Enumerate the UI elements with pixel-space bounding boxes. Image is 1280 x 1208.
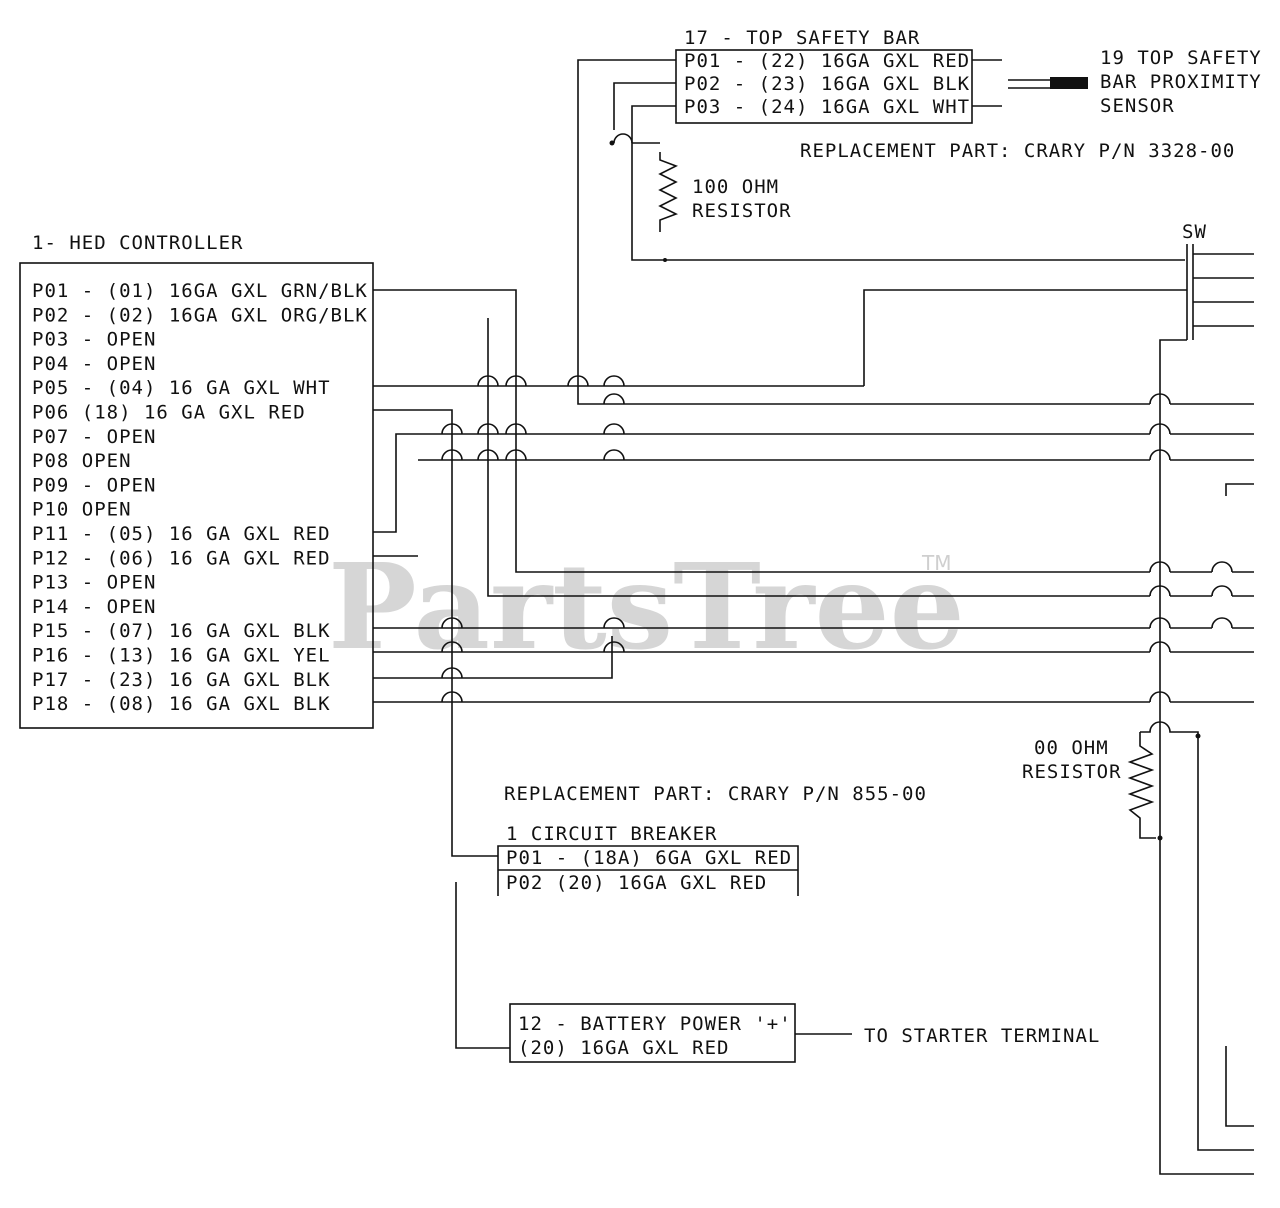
hed-controller-pin-15: P15 - (07) 16 GA GXL BLK [32, 620, 331, 642]
hed-controller-pin-6: P06 (18) 16 GA GXL RED [32, 402, 306, 424]
hed-controller-pin-4: P04 - OPEN [32, 353, 156, 375]
hed-controller-pin-3: P03 - OPEN [32, 329, 156, 351]
wire-crossover-hop [441, 423, 463, 435]
wire-crossover-hop [505, 375, 527, 387]
battery-power-line-2: (20) 16GA GXL RED [518, 1037, 729, 1059]
terminal-dot [609, 140, 615, 146]
proximity-sensor-icon [1050, 77, 1088, 89]
wire-crossover-hop [477, 375, 499, 387]
wire-crossover-hop [1149, 393, 1171, 405]
circuit-breaker-box [497, 845, 799, 896]
hed-controller-pin-1: P01 - (01) 16GA GXL GRN/BLK [32, 280, 368, 302]
wire-crossover-hop [603, 449, 625, 461]
hed-controller-pin-12: P12 - (06) 16 GA GXL RED [32, 547, 331, 569]
hed-controller-pin-11: P11 - (05) 16 GA GXL RED [32, 523, 331, 545]
resistor-2-line-2: RESISTOR [1022, 761, 1122, 783]
starter-terminal-label: TO STARTER TERMINAL [864, 1025, 1100, 1047]
wire-crossover-hop [1211, 561, 1233, 573]
wire-crossover-hop [441, 641, 463, 653]
wire-crossover-hop [603, 375, 625, 387]
wire-crossover-hop [603, 423, 625, 435]
wire-crossover-hop [603, 393, 625, 405]
resistor-100-line-2: RESISTOR [692, 200, 792, 222]
wire-crossover-hop [603, 617, 625, 629]
wire-crossover-hop [1149, 617, 1171, 629]
wire-crossover-hop [567, 375, 589, 387]
battery-power-box [509, 1003, 796, 1063]
wire-crossover-hop [441, 617, 463, 629]
resistor-2-line-1: 00 OHM [1034, 737, 1109, 759]
hed-controller-pin-5: P05 - (04) 16 GA GXL WHT [32, 377, 331, 399]
hed-controller-pin-16: P16 - (13) 16 GA GXL YEL [32, 645, 331, 667]
wire-crossover-hop [1149, 561, 1171, 573]
switch-label: SW [1182, 221, 1207, 243]
wire-crossover-hop [505, 423, 527, 435]
resistor-2-icon [1127, 732, 1156, 839]
hed-controller-pin-17: P17 - (23) 16 GA GXL BLK [32, 669, 331, 691]
top-safety-bar-box [675, 49, 973, 124]
hed-controller-pin-7: P07 - OPEN [32, 426, 156, 448]
replacement-part-label-2: REPLACEMENT PART: CRARY P/N 855-00 [504, 783, 927, 805]
hed-controller-pin-18: P18 - (08) 16 GA GXL BLK [32, 693, 331, 715]
circuit-breaker-title: 1 CIRCUIT BREAKER [506, 823, 717, 845]
hed-controller-pin-8: P08 OPEN [32, 450, 132, 472]
replacement-part-label-1: REPLACEMENT PART: CRARY P/N 3328-00 [800, 140, 1235, 162]
wire-crossover-hop [441, 667, 463, 679]
proximity-sensor-line-1: 19 TOP SAFETY [1100, 47, 1262, 69]
wire-crossover-hop [477, 449, 499, 461]
watermark-trademark: TM [921, 551, 951, 575]
wire-crossover-hop [441, 691, 463, 703]
top-safety-bar-pin-3: P03 - (24) 16GA GXL WHT [684, 96, 970, 118]
wire-crossover-hop [477, 423, 499, 435]
wire-crossover-hop [1149, 691, 1171, 703]
wire-crossover-hop [1149, 449, 1171, 461]
hed-controller-box [19, 262, 374, 729]
hed-controller-pin-10: P10 OPEN [32, 499, 132, 521]
hed-controller-title: 1- HED CONTROLLER [32, 232, 243, 254]
wire-crossover-hop [441, 449, 463, 461]
battery-power-line-1: 12 - BATTERY POWER '+' [518, 1013, 792, 1035]
wire-crossover-hop [1149, 423, 1171, 435]
proximity-sensor-line-2: BAR PROXIMITY [1100, 71, 1262, 93]
hed-controller-pin-14: P14 - OPEN [32, 596, 156, 618]
resistor-100-line-1: 100 OHM [692, 176, 779, 198]
hed-controller-pin-13: P13 - OPEN [32, 572, 156, 594]
hed-controller-pin-2: P02 - (02) 16GA GXL ORG/BLK [32, 304, 368, 326]
circuit-breaker-pin-2: P02 (20) 16GA GXL RED [506, 872, 767, 894]
top-safety-bar-pin-1: P01 - (22) 16GA GXL RED [684, 50, 970, 72]
circuit-breaker-pin-1: P01 - (18A) 6GA GXL RED [506, 847, 792, 869]
top-safety-bar-pin-2: P02 - (23) 16GA GXL BLK [684, 73, 970, 95]
partstree-watermark: PartsTree [328, 537, 965, 676]
wire-crossover-hop [505, 449, 527, 461]
wire-crossover-hop [1149, 641, 1171, 653]
hed-controller-pin-9: P09 - OPEN [32, 474, 156, 496]
top-safety-bar-title: 17 - TOP SAFETY BAR [684, 27, 920, 49]
resistor-100-ohm-icon [658, 152, 678, 232]
wire-crossover-hop [1149, 585, 1171, 597]
wire-crossover-hop [603, 641, 625, 653]
wire-crossover-hop [1211, 617, 1233, 629]
proximity-sensor-line-3: SENSOR [1100, 95, 1175, 117]
wire-crossover-hop [1211, 585, 1233, 597]
